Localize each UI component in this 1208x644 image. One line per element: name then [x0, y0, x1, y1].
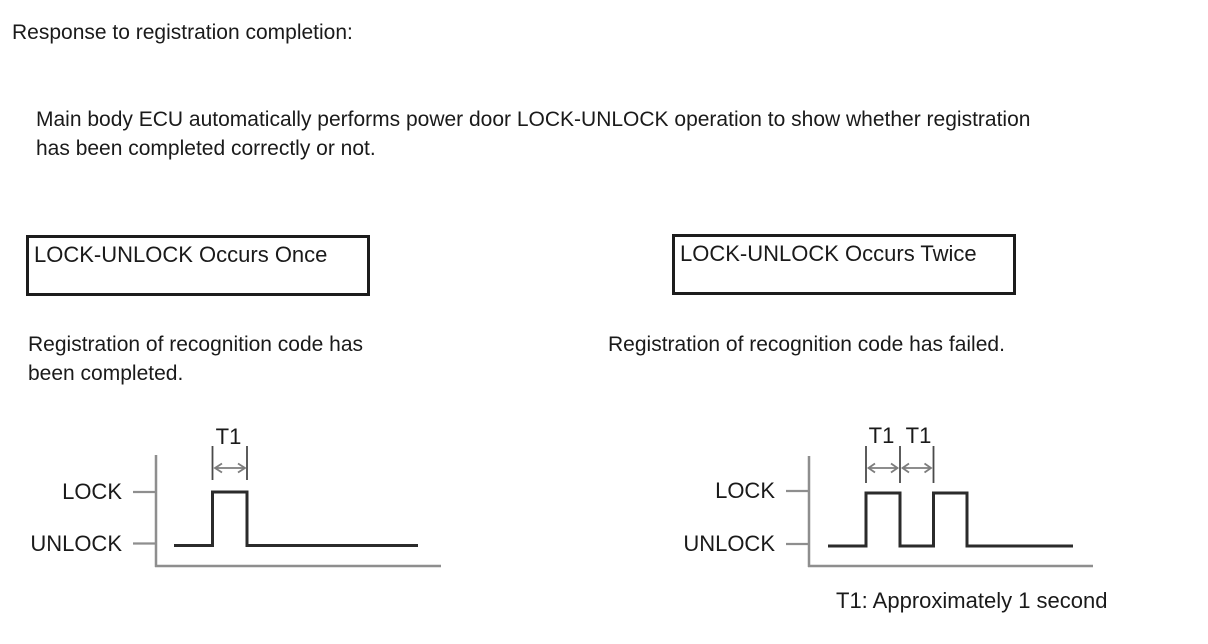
t1-arrowhead-4	[923, 462, 933, 474]
t1-arrowhead-2	[890, 462, 900, 474]
t1-dimension-label: T1	[216, 424, 242, 449]
lock-unlock-twice-label: LOCK-UNLOCK Occurs Twice	[680, 241, 977, 266]
t1-definition-footnote: T1: Approximately 1 second	[836, 588, 1108, 613]
unlock-axis-label: UNLOCK	[30, 531, 122, 556]
waveform-diagram-twice: LOCK UNLOCK T1 T1	[683, 423, 1093, 568]
t1-arrowhead-left	[213, 462, 223, 474]
intro-paragraph: Main body ECU automatically performs pow…	[36, 105, 1030, 163]
lock-axis-label: LOCK	[62, 479, 122, 504]
t1-dimension-label-second: T1	[906, 423, 932, 448]
t1-arrowhead-right	[237, 462, 247, 474]
t1-arrowhead-3	[900, 462, 910, 474]
completed-result-line-1: Registration of recognition code has	[28, 333, 364, 356]
waveform-diagram-once: LOCK UNLOCK T1	[30, 424, 441, 568]
lock-pulse-trace	[828, 491, 1073, 548]
intro-line-2: has been completed correctly or not.	[36, 137, 376, 160]
lock-axis-label: LOCK	[715, 478, 775, 503]
unlock-axis-label: UNLOCK	[683, 531, 775, 556]
lock-unlock-once-box: LOCK-UNLOCK Occurs Once	[26, 235, 370, 296]
failed-result-text: Registration of recognition code has fai…	[608, 330, 1005, 359]
page-title: Response to registration completion:	[12, 21, 353, 44]
lock-unlock-once-label: LOCK-UNLOCK Occurs Once	[34, 242, 328, 267]
completed-result-text: Registration of recognition code has bee…	[28, 330, 363, 388]
lock-unlock-twice-box: LOCK-UNLOCK Occurs Twice	[672, 234, 1016, 295]
lock-pulse-trace	[174, 490, 418, 547]
t1-dimension-label-first: T1	[869, 423, 895, 448]
completed-result-line-2: been completed.	[28, 362, 184, 385]
t1-arrowhead-1	[866, 462, 876, 474]
failed-result-line-1: Registration of recognition code has fai…	[608, 333, 1005, 356]
intro-line-1: Main body ECU automatically performs pow…	[36, 108, 1031, 131]
